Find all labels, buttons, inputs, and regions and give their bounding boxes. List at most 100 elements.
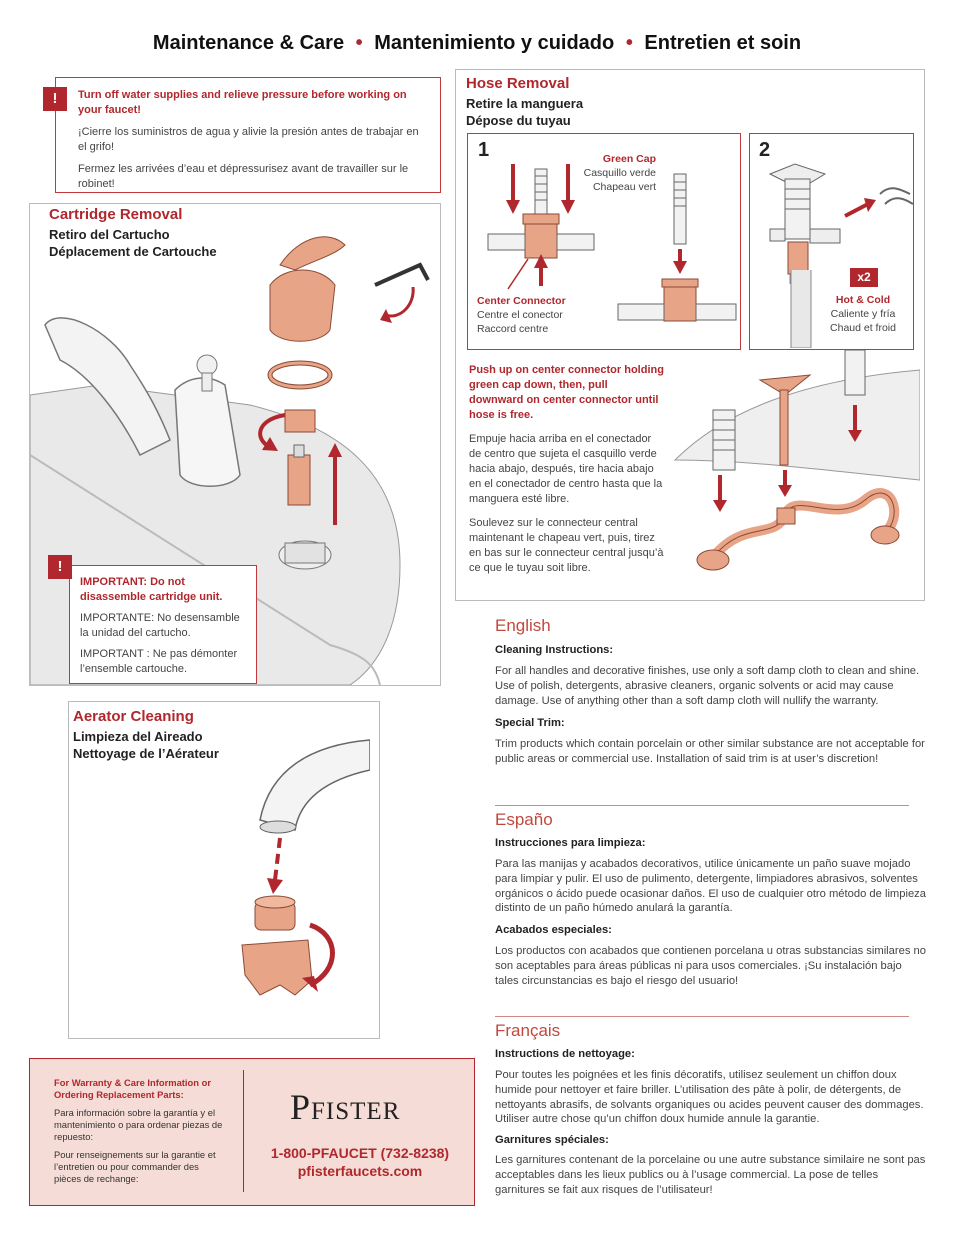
title-en: Maintenance & Care bbox=[152, 32, 345, 54]
footer-phone: 1-800-PFAUCET (732-8238) bbox=[270, 1145, 450, 1161]
french-h1: Instructions de nettoyage: bbox=[495, 1048, 635, 1060]
spout-end bbox=[259, 739, 370, 831]
hose-title: Hose Removal bbox=[466, 75, 570, 92]
title-es: Mantenimiento y cuidado bbox=[374, 32, 615, 54]
french-p1: Pour toutes les poignées et les finis dé… bbox=[495, 1069, 924, 1126]
french-heading: Français bbox=[495, 1021, 561, 1040]
aerator-es: Limpieza del Aireado bbox=[73, 729, 203, 744]
center-connector bbox=[524, 223, 558, 259]
faucet-body bbox=[174, 377, 241, 487]
aerator-key bbox=[241, 939, 313, 996]
cartridge-header: Cartridge Removal Retiro del Cartucho Dé… bbox=[49, 206, 217, 260]
center-connector-en: Center Connector bbox=[477, 295, 566, 307]
step2-number: 2 bbox=[759, 139, 771, 161]
english-p1: For all handles and decorative finishes,… bbox=[495, 665, 920, 707]
warning-top-en: Turn off water supplies and relieve pres… bbox=[78, 89, 407, 116]
cartridge-warning-es: IMPORTANTE: No desensamble la unidad del… bbox=[80, 612, 240, 639]
step1-illustration bbox=[487, 164, 737, 322]
french-p2: Les garnitures contenant de la porcelain… bbox=[495, 1154, 926, 1196]
center-connector-label: Center Connector Centre el conector Racc… bbox=[477, 294, 597, 336]
center-connector-fr: Raccord centre bbox=[477, 323, 549, 335]
cartridge-warning-box bbox=[69, 565, 257, 684]
title-sep: • bbox=[355, 32, 363, 54]
spanish-section: Españo Instrucciones para limpieza: Para… bbox=[495, 810, 927, 989]
hose-header: Hose Removal Retire la manguera Dépose d… bbox=[466, 75, 583, 129]
footer-web-link[interactable]: pfisterfaucets.com bbox=[297, 1163, 423, 1179]
handle-body bbox=[269, 269, 336, 342]
handle-lever bbox=[279, 236, 346, 271]
title-sep: • bbox=[625, 32, 633, 54]
faucet-stem bbox=[201, 372, 213, 392]
hose-es: Retire la manguera bbox=[466, 96, 584, 111]
footer-fr: Pour renseignements sur la garantie et l… bbox=[54, 1149, 216, 1184]
english-section: English Cleaning Instructions: For all h… bbox=[495, 616, 927, 767]
bonnet-nut bbox=[284, 409, 316, 433]
cartridge-warning-en: IMPORTANT: Do not disassemble cartridge … bbox=[80, 576, 223, 603]
hose-instr-fr: Soulevez sur le connecteur central maint… bbox=[469, 517, 664, 574]
aerator-header: Aerator Cleaning Limpieza del Aireado Ne… bbox=[73, 708, 219, 762]
green-cap-fr: Chapeau vert bbox=[592, 181, 656, 193]
step2-hose bbox=[790, 270, 812, 348]
faucet-spout bbox=[44, 317, 171, 457]
cartridge-fr: Déplacement de Cartouche bbox=[49, 244, 217, 259]
aerator-illustration bbox=[241, 739, 370, 996]
footer-divider bbox=[243, 1070, 244, 1192]
sink-deck bbox=[673, 369, 920, 481]
hose-instr-en: Push up on center connector holding gree… bbox=[469, 364, 664, 421]
warning-icon: ! bbox=[43, 87, 67, 111]
french-h2: Garnitures spéciales: bbox=[495, 1134, 609, 1147]
warning-top-es: ¡Cierre los suministros de agua y alivie… bbox=[78, 126, 419, 153]
divider bbox=[495, 805, 909, 806]
hot-cold-en: Hot & Cold bbox=[835, 294, 891, 306]
spanish-h2: Acabados especiales: bbox=[495, 924, 612, 937]
footer-en: For Warranty & Care Information or Order… bbox=[54, 1077, 211, 1100]
green-cap-es: Casquillo verde bbox=[583, 167, 656, 179]
cartridge-es: Retiro del Cartucho bbox=[49, 227, 170, 242]
countertop-edge bbox=[30, 454, 381, 685]
spanish-heading: Españo bbox=[495, 810, 553, 829]
allen-wrench-icon bbox=[374, 262, 430, 287]
hose-illustration bbox=[673, 350, 920, 571]
hot-cold-label: Hot & Cold Caliente y fría Chaud et froi… bbox=[820, 293, 906, 335]
cartridge-title: Cartridge Removal bbox=[49, 206, 183, 223]
clip-icon bbox=[879, 187, 913, 205]
hose-instr-es: Empuje hacia arriba en el conectador de … bbox=[469, 433, 663, 505]
english-heading: English bbox=[495, 616, 551, 635]
spanish-p2: Los productos con acabados que contienen… bbox=[495, 945, 926, 987]
green-cap-en: Green Cap bbox=[602, 153, 656, 165]
rotate-arrow bbox=[308, 922, 335, 988]
hot-cold-es: Caliente y fría bbox=[830, 308, 896, 320]
pfister-logo: Pfister bbox=[290, 1087, 401, 1127]
title-fr: Entretien et soin bbox=[644, 32, 802, 54]
footer-es: Para información sobre la garantía y el … bbox=[54, 1107, 223, 1142]
hot-cold-fr: Chaud et froid bbox=[830, 322, 896, 334]
step2-illustration bbox=[768, 163, 913, 284]
english-p2: Trim products which contain porcelain or… bbox=[495, 738, 925, 766]
warning-icon: ! bbox=[48, 555, 72, 579]
spanish-p1: Para las manijas y acabados decorativos,… bbox=[495, 858, 926, 915]
english-h1: Cleaning Instructions: bbox=[495, 644, 614, 656]
hose bbox=[711, 488, 900, 559]
spanish-h1: Instrucciones para limpieza: bbox=[495, 837, 646, 849]
cartridge-warning-text: IMPORTANT: Do not disassemble cartridge … bbox=[80, 575, 250, 676]
rotate-arrow bbox=[384, 286, 415, 318]
hose-fr: Dépose du tuyau bbox=[466, 113, 571, 128]
arrow-head bbox=[380, 309, 392, 323]
center-connector-es: Centre el conector bbox=[477, 309, 563, 321]
warning-top-text: Turn off water supplies and relieve pres… bbox=[78, 88, 424, 191]
footer-left: For Warranty & Care Information or Order… bbox=[54, 1077, 224, 1185]
x2-badge: x2 bbox=[850, 268, 878, 287]
french-section: Français Instructions de nettoyage: Pour… bbox=[495, 1021, 927, 1198]
cartridge-warning-fr: IMPORTANT : Ne pas démonter l’ensemble c… bbox=[80, 648, 238, 675]
divider bbox=[495, 1016, 909, 1017]
aerator-fr: Nettoyage de l’Aérateur bbox=[73, 746, 219, 761]
warning-top-box bbox=[55, 77, 441, 193]
english-h2: Special Trim: bbox=[495, 717, 565, 730]
faucet-knob bbox=[196, 354, 218, 376]
page-title: Maintenance & Care • Mantenimiento y cui… bbox=[0, 32, 954, 55]
hose-instructions: Push up on center connector holding gree… bbox=[469, 363, 665, 576]
cartridge-unit bbox=[287, 454, 311, 506]
green-cap-label: Green Cap Casquillo verde Chapeau vert bbox=[560, 152, 656, 194]
step1-number: 1 bbox=[478, 139, 490, 161]
down-arrow bbox=[273, 837, 282, 881]
